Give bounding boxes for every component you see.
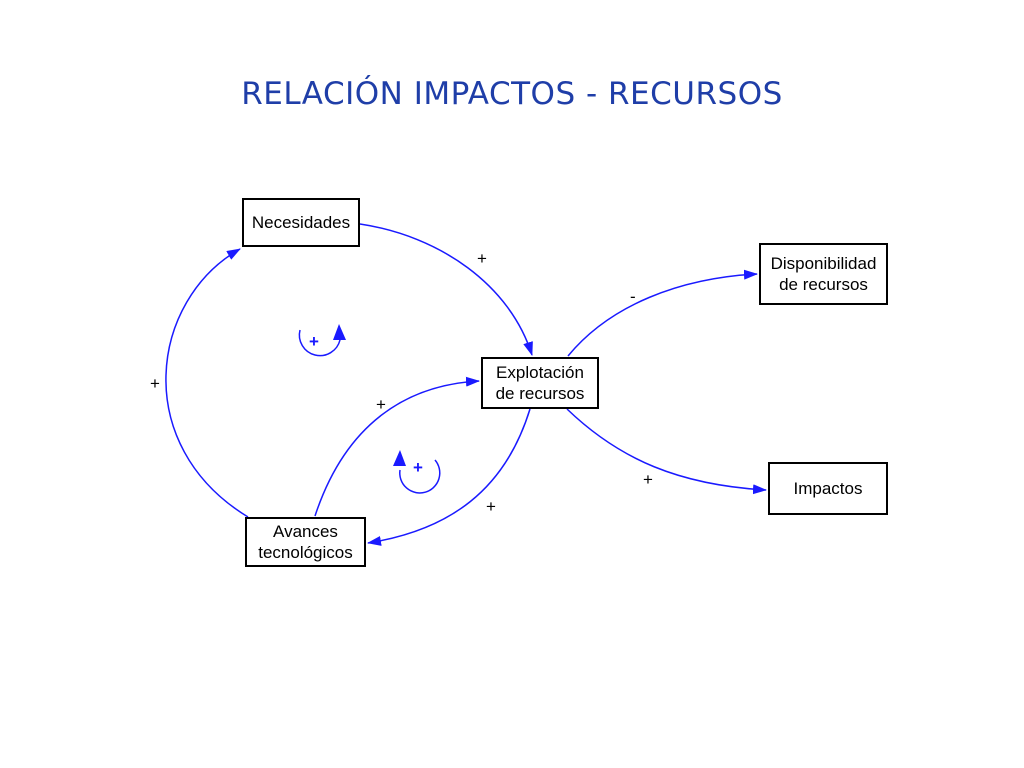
polarity-explotacion-disponibilidad: - — [630, 287, 636, 306]
node-necesidades: Necesidades — [242, 198, 360, 247]
diagram-title: RELACIÓN IMPACTOS - RECURSOS — [241, 76, 783, 112]
link-avances-necesidades — [165, 248, 249, 518]
link-avances-explotacion — [314, 376, 480, 517]
link-explotacion-disponibilidad — [567, 269, 758, 357]
link-necesidades-explotacion — [359, 223, 533, 356]
node-explotacion-de-recursos: Explotación de recursos — [481, 357, 599, 409]
loop-indicator-upper: + — [298, 324, 346, 357]
polarity-explotacion-avances: + — [486, 497, 496, 516]
node-avances-tecnologicos: Avances tecnológicos — [245, 517, 366, 567]
loop-polarity-upper: + — [309, 332, 319, 351]
node-disponibilidad-de-recursos: Disponibilidad de recursos — [759, 243, 888, 305]
loop-indicator-lower: + — [393, 450, 441, 494]
link-explotacion-impactos — [566, 408, 767, 495]
node-impactos: Impactos — [768, 462, 888, 515]
polarity-explotacion-impactos: + — [643, 470, 653, 489]
link-explotacion-avances — [367, 408, 531, 546]
loop-polarity-lower: + — [413, 458, 423, 477]
polarity-avances-necesidades: + — [150, 374, 160, 393]
polarity-avances-explotacion: + — [376, 395, 386, 414]
polarity-necesidades-explotacion: + — [477, 249, 487, 268]
